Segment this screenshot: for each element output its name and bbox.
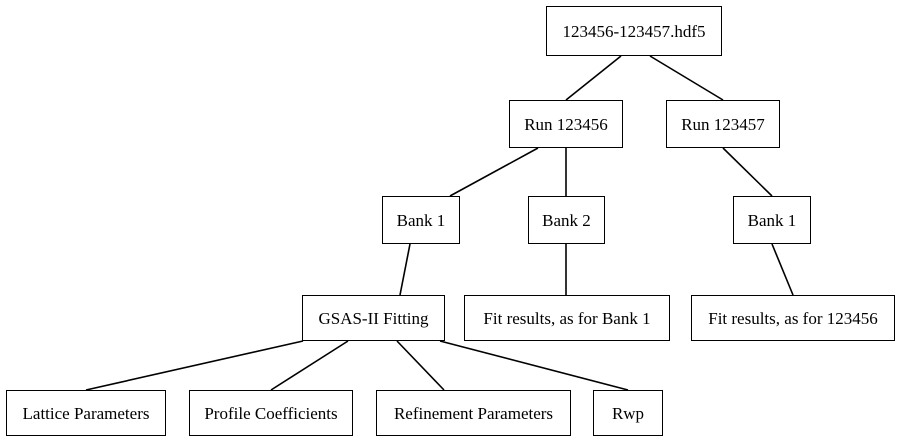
node-bank2[interactable]: Bank 2 — [528, 196, 605, 244]
node-lattice[interactable]: Lattice Parameters — [6, 390, 166, 436]
node-label-rwp: Rwp — [611, 403, 645, 423]
edge-bank1b-to-fit123456 — [771, 243, 794, 296]
node-label-refinement: Refinement Parameters — [393, 403, 554, 423]
node-rwp[interactable]: Rwp — [593, 390, 663, 436]
node-bank1b[interactable]: Bank 1 — [733, 196, 811, 244]
node-label-profile: Profile Coefficients — [204, 403, 338, 423]
node-file[interactable]: 123456-123457.hdf5 — [546, 6, 722, 56]
node-profile[interactable]: Profile Coefficients — [189, 390, 353, 436]
edge-file-to-run2 — [649, 55, 724, 101]
edge-gsas-to-refinement — [396, 340, 445, 391]
node-label-gsas: GSAS-II Fitting — [318, 308, 429, 328]
edge-bank1-to-gsas — [399, 243, 411, 296]
edge-gsas-to-lattice — [85, 340, 304, 391]
edge-file-to-run1 — [565, 55, 622, 101]
node-label-bank2: Bank 2 — [542, 210, 591, 230]
node-run2[interactable]: Run 123457 — [666, 100, 780, 148]
node-refinement[interactable]: Refinement Parameters — [376, 390, 571, 436]
edge-gsas-to-profile — [270, 340, 349, 391]
node-label-run2: Run 123457 — [681, 114, 765, 134]
node-run1[interactable]: Run 123456 — [509, 100, 623, 148]
node-bank1[interactable]: Bank 1 — [382, 196, 460, 244]
node-fitbank1[interactable]: Fit results, as for Bank 1 — [464, 295, 670, 341]
node-label-lattice: Lattice Parameters — [22, 403, 150, 423]
node-gsas[interactable]: GSAS-II Fitting — [302, 295, 445, 341]
node-label-file: 123456-123457.hdf5 — [562, 21, 706, 41]
edge-run2-to-bank1b — [722, 147, 773, 197]
node-label-run1: Run 123456 — [524, 114, 608, 134]
node-label-fit123456: Fit results, as for 123456 — [708, 308, 878, 328]
edge-run1-to-bank1 — [449, 147, 539, 197]
node-label-bank1b: Bank 1 — [747, 210, 797, 230]
node-fit123456[interactable]: Fit results, as for 123456 — [691, 295, 895, 341]
node-label-fitbank1: Fit results, as for Bank 1 — [483, 308, 651, 328]
node-label-bank1: Bank 1 — [396, 210, 446, 230]
edge-gsas-to-rwp — [439, 340, 629, 391]
